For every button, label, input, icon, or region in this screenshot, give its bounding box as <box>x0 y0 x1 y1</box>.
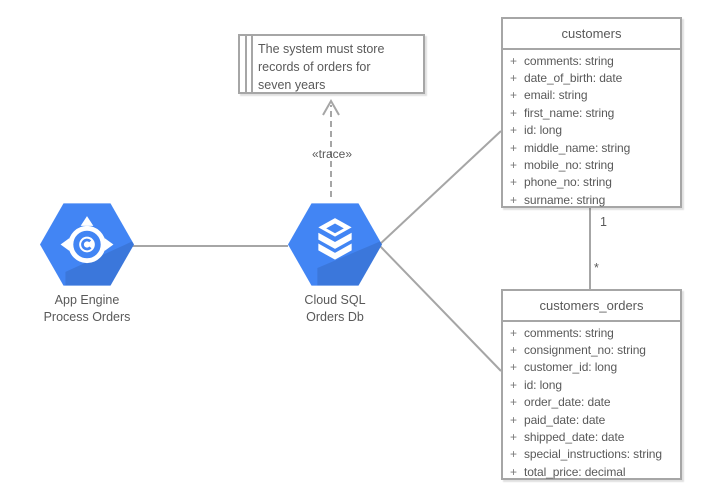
table-row: + middle_name: string <box>503 139 680 156</box>
table-row: + email: string <box>503 87 680 104</box>
table-row: + id: long <box>503 376 680 393</box>
table-row: + special_instructions: string <box>503 446 680 463</box>
table-row: + phone_no: string <box>503 174 680 191</box>
field-text: first_name: string <box>524 105 615 120</box>
table-customers[interactable]: customers + comments: string + date_of_bir… <box>501 17 682 208</box>
field-text: paid_date: date <box>524 412 606 427</box>
visibility-plus: + <box>510 175 517 190</box>
app-engine-icon <box>40 203 134 286</box>
multiplicity-one: 1 <box>600 215 607 229</box>
table-row: + comments: string <box>503 324 680 341</box>
trace-arrowhead-icon <box>322 98 340 116</box>
field-text: shipped_date: date <box>524 430 625 445</box>
note-left-stripe <box>245 36 247 92</box>
visibility-plus: + <box>510 105 517 120</box>
visibility-plus: + <box>510 140 517 155</box>
visibility-plus: + <box>510 360 517 375</box>
cloud-sql-icon <box>288 203 382 286</box>
table-row: + customer_id: long <box>503 359 680 376</box>
visibility-plus: + <box>510 395 517 410</box>
cloud-sql-title: Cloud SQL <box>304 293 366 307</box>
visibility-plus: + <box>510 158 517 173</box>
visibility-plus: + <box>510 192 517 207</box>
table-row: + comments: string <box>503 52 680 69</box>
field-text: date_of_birth: date <box>524 71 623 86</box>
table-customers-orders-title: customers_orders <box>503 291 680 322</box>
table-row: + mobile_no: string <box>503 156 680 173</box>
note-line: seven years <box>258 78 326 92</box>
app-engine-node[interactable] <box>40 203 134 286</box>
table-row: + shipped_date: date <box>503 428 680 445</box>
field-text: comments: string <box>524 53 614 68</box>
visibility-plus: + <box>510 377 517 392</box>
field-text: email: string <box>524 88 588 103</box>
field-text: order_date: date <box>524 395 611 410</box>
field-text: total_price: decimal <box>524 464 626 479</box>
field-text: id: long <box>524 377 562 392</box>
field-text: comments: string <box>524 325 614 340</box>
visibility-plus: + <box>510 412 517 427</box>
table-row: + date_of_birth: date <box>503 69 680 86</box>
app-engine-label: App Engine Process Orders <box>17 292 157 325</box>
field-text: phone_no: string <box>524 175 612 190</box>
cloud-sql-label: Cloud SQL Orders Db <box>265 292 405 325</box>
field-text: mobile_no: string <box>524 158 614 173</box>
visibility-plus: + <box>510 123 517 138</box>
connector-cloudsql-customers[interactable] <box>378 130 502 246</box>
field-text: id: long <box>524 123 562 138</box>
trace-stereotype-label: «trace» <box>311 147 353 161</box>
visibility-plus: + <box>510 71 517 86</box>
app-engine-subtitle: Process Orders <box>43 309 131 324</box>
field-text: consignment_no: string <box>524 343 646 358</box>
table-customers-fields: + comments: string + date_of_birth: date +… <box>503 50 680 209</box>
cloud-sql-subtitle: Orders Db <box>306 309 364 324</box>
visibility-plus: + <box>510 447 517 462</box>
visibility-plus: + <box>510 464 517 479</box>
visibility-plus: + <box>510 88 517 103</box>
field-text: middle_name: string <box>524 140 631 155</box>
table-customers-orders-fields: + comments: string + consignment_no: strin… <box>503 322 680 481</box>
table-row: + surname: string <box>503 191 680 208</box>
field-text: surname: string <box>524 192 606 207</box>
table-row: + id: long <box>503 122 680 139</box>
table-customers-title: customers <box>503 19 680 50</box>
multiplicity-many: * <box>594 261 599 275</box>
field-text: customer_id: long <box>524 360 618 375</box>
note-text: The system must store records of orders … <box>258 40 421 94</box>
table-row: + consignment_no: string <box>503 341 680 358</box>
table-customers-orders[interactable]: customers_orders + comments: string + cons… <box>501 289 682 480</box>
table-row: + order_date: date <box>503 394 680 411</box>
requirement-note[interactable]: The system must store records of orders … <box>238 34 425 94</box>
app-engine-title: App Engine <box>54 293 120 307</box>
field-text: special_instructions: string <box>524 447 662 462</box>
visibility-plus: + <box>510 343 517 358</box>
note-line: records of orders for <box>258 60 371 74</box>
visibility-plus: + <box>510 325 517 340</box>
cloud-sql-node[interactable] <box>288 203 382 286</box>
connector-cloudsql-customers-orders[interactable] <box>378 244 502 372</box>
note-line: The system must store <box>258 42 385 56</box>
table-row: + total_price: decimal <box>503 463 680 480</box>
table-row: + paid_date: date <box>503 411 680 428</box>
note-left-stripe <box>251 36 253 92</box>
table-row: + first_name: string <box>503 104 680 121</box>
visibility-plus: + <box>510 53 517 68</box>
visibility-plus: + <box>510 430 517 445</box>
